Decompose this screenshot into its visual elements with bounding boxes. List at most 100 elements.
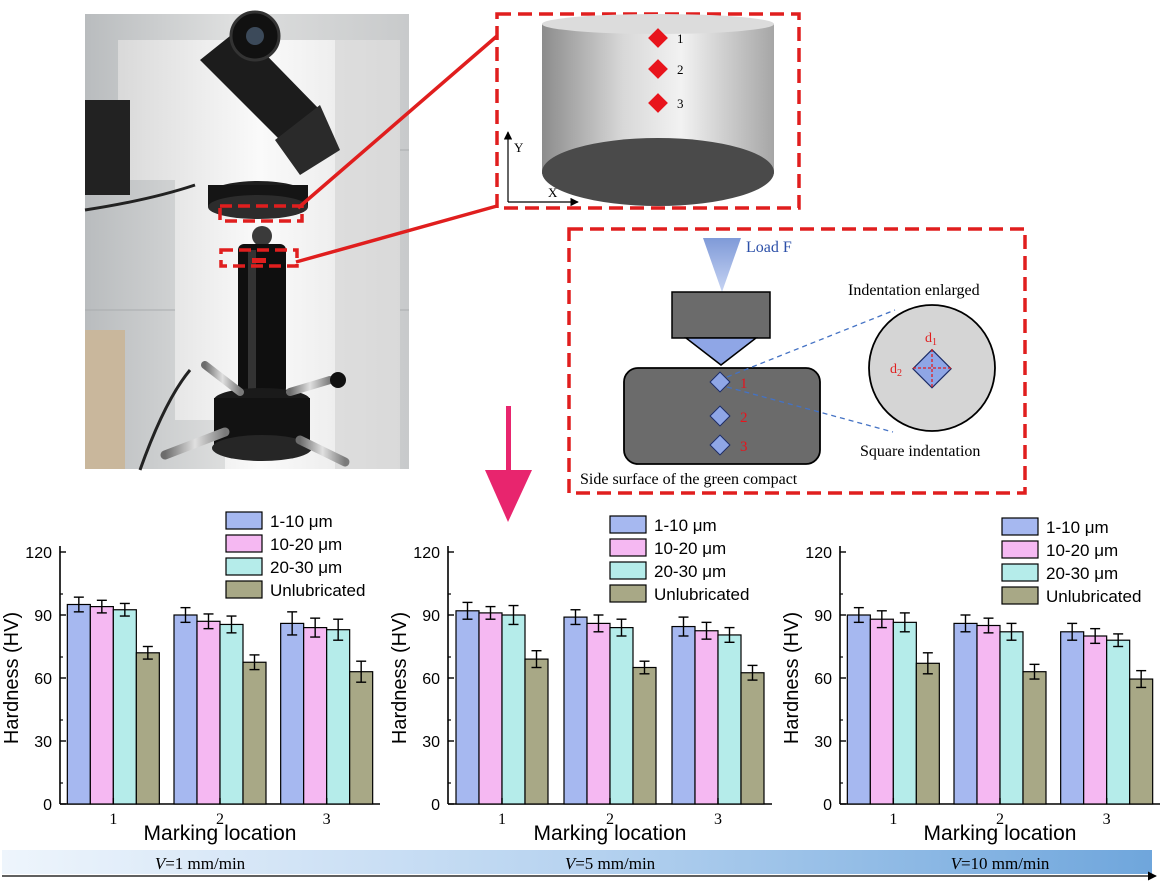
svg-text:2: 2 (740, 410, 748, 426)
bar-4-loc-1 (915, 662, 940, 805)
x-tick-label: 3 (323, 811, 331, 828)
zoom-line-bottom (295, 204, 498, 264)
indenter-tip-icon (683, 337, 759, 366)
x-tick-label: 2 (606, 811, 614, 828)
bar-1-loc-2 (953, 622, 978, 805)
x-tick-label: 3 (714, 811, 722, 828)
bar-1-loc-3 (671, 625, 696, 805)
svg-text:1: 1 (677, 31, 684, 46)
bar-2-loc-3 (694, 630, 719, 805)
y-axis-label: Hardness (HV) (1, 612, 23, 744)
svg-text:3: 3 (740, 439, 748, 455)
zoom-guide-bottom (726, 386, 894, 433)
legend-swatch-4 (225, 580, 263, 599)
y-tick-label: 120 (805, 545, 832, 562)
indentation-panel: Load F 1 2 3 Indentation enlarged d1 d2 … (567, 227, 1027, 495)
highlight-box-objective (218, 204, 304, 223)
legend-swatch-1 (609, 515, 647, 534)
bar-4-loc-3 (349, 671, 374, 805)
bar-1-loc-2 (563, 616, 588, 805)
svg-text:3: 3 (677, 96, 684, 111)
y-tick-label: 0 (823, 797, 832, 814)
x-tick-label: 3 (1103, 811, 1111, 828)
surface-label: Side surface of the green compact (580, 471, 798, 488)
x-axis-label: Marking location (144, 822, 297, 845)
legend-swatch-1 (1001, 517, 1039, 536)
legend-label-3: 20-30 μm (1046, 564, 1118, 583)
legend-label-3: 20-30 μm (654, 562, 726, 581)
indenter-block (671, 291, 771, 339)
bar-3-loc-1 (501, 614, 526, 805)
bar-4-loc-2 (1022, 671, 1047, 805)
bar-1-loc-1 (455, 610, 480, 805)
bar-3-loc-1 (112, 609, 137, 805)
legend-swatch-1 (225, 511, 263, 530)
legend-label-1: 1-10 μm (654, 516, 717, 535)
bar-1-loc-3 (280, 622, 305, 805)
legend-label-2: 10-20 μm (654, 539, 726, 558)
x-tick-label: 2 (216, 811, 224, 828)
y-axis-label: Hardness (HV) (389, 612, 411, 744)
d1-label: d1 (925, 331, 937, 348)
bar-3-loc-2 (999, 631, 1024, 805)
velocity-gradient (2, 850, 1152, 874)
x-axis-label: Marking location (534, 822, 687, 845)
enlarged-label: Indentation enlarged (848, 282, 980, 299)
side-box (85, 330, 125, 469)
bar-2-loc-3 (303, 626, 328, 805)
legend-label-2: 10-20 μm (270, 535, 342, 554)
highlight-box-sample (219, 248, 299, 268)
bar-3-loc-3 (1106, 639, 1131, 805)
cylinder-top (542, 14, 774, 34)
cylinder-bottom (542, 138, 774, 206)
sample-marker (252, 258, 266, 263)
legend-swatch-2 (1001, 540, 1039, 559)
axis-icon: Y X (503, 131, 579, 207)
objective-lens-icon (208, 181, 308, 219)
bar-3-loc-3 (326, 629, 351, 805)
bar-4-loc-2 (242, 661, 267, 805)
velocity-label-3: V=10 mm/min (951, 854, 1050, 873)
bar-4-loc-1 (524, 658, 549, 805)
square-indentation-label: Square indentation (860, 443, 980, 460)
eyepiece-icon (200, 10, 340, 175)
bar-3-loc-2 (609, 626, 634, 805)
down-arrow-icon (485, 406, 532, 522)
legend-label-4: Unlubricated (1046, 587, 1141, 606)
legend-swatch-4 (609, 584, 647, 603)
x-tick-label: 1 (498, 811, 506, 828)
y-tick-label: 30 (422, 734, 440, 751)
cable (84, 183, 196, 212)
bar-4-loc-3 (1129, 678, 1154, 805)
zoom-line-top (296, 34, 499, 210)
legend-swatch-3 (1001, 563, 1039, 582)
y-tick-label: 60 (34, 671, 52, 688)
bar-1-loc-3 (1060, 631, 1085, 805)
zoom-guide-top (726, 309, 896, 378)
x-tick-label: 1 (109, 811, 117, 828)
y-tick-label: 60 (422, 671, 440, 688)
indent-mark-3: 3 (709, 434, 748, 456)
bar-1-loc-1 (66, 603, 91, 805)
bar-2-loc-2 (586, 622, 611, 805)
velocity-bar: V=1 mm/min V=5 mm/min V=10 mm/min (2, 850, 1157, 881)
bar-2-loc-1 (89, 605, 114, 805)
legend-swatch-3 (225, 557, 263, 576)
handwheel-icon (160, 361, 350, 467)
bar-4-loc-2 (632, 666, 657, 805)
bar-2-loc-2 (976, 624, 1001, 805)
d2-label: d2 (890, 362, 902, 379)
load-cone-icon (703, 238, 741, 292)
stage-icon (212, 226, 312, 461)
y-tick-label: 90 (422, 608, 440, 625)
load-label: Load F (746, 239, 792, 256)
axis-y-label: Y (514, 140, 524, 155)
y-tick-label: 30 (814, 734, 832, 751)
bar-3-loc-3 (717, 634, 742, 805)
